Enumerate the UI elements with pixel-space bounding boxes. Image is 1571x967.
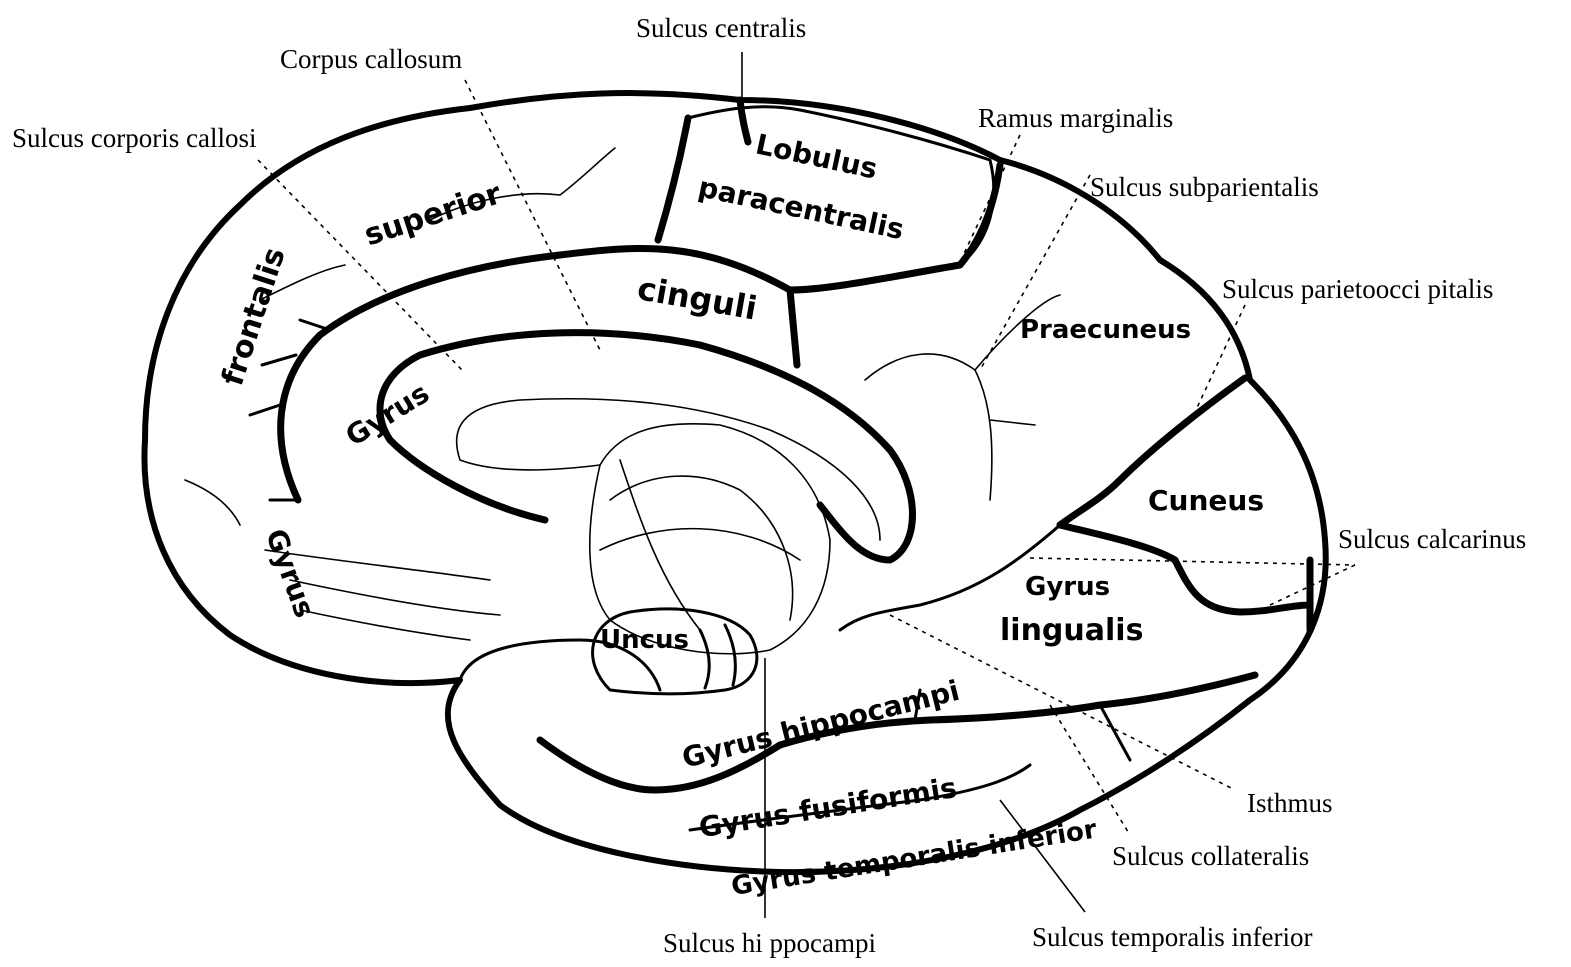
corpus-callosum-inner: [457, 399, 880, 540]
label-ramus-marginalis: Ramus marginalis: [978, 103, 1173, 133]
region-superior: superior: [360, 176, 506, 253]
leader-sulcus-calcarinus: [1030, 558, 1355, 565]
region-gyrus-hippocampi: Gyrus hippocampi: [679, 674, 963, 775]
sulcus-hippocampi-curl: [700, 625, 735, 688]
region-gyrus-lingual: Gyrus: [1025, 572, 1110, 602]
region-praecuneus: Praecuneus: [1020, 315, 1191, 345]
region-lingualis: lingualis: [1000, 613, 1143, 648]
label-sulcus-calcarinus: Sulcus calcarinus: [1338, 524, 1526, 554]
label-sulcus-collateralis: Sulcus collateralis: [1112, 841, 1309, 871]
region-lobulus: Lobulus: [753, 128, 880, 186]
thalamus-fine-1: [610, 476, 793, 620]
label-sulcus-temporalis-inferior: Sulcus temporalis inferior: [1032, 922, 1312, 952]
region-frontalis: frontalis: [215, 243, 292, 390]
label-sulcus-hippocampi: Sulcus hi ppocampi: [663, 928, 876, 958]
label-sulcus-subparientalis: Sulcus subparientalis: [1090, 172, 1319, 202]
thalamus-fine-2: [600, 529, 800, 560]
label-corpus-callosum: Corpus callosum: [280, 44, 462, 74]
sulcus-cinguli-branch-1: [658, 118, 688, 240]
sulcus-cinguli-branch-2: [790, 290, 797, 365]
region-paracentralis: paracentralis: [695, 170, 906, 246]
region-gyrus-fusiformis: Gyrus fusiformis: [697, 771, 959, 844]
label-sulcus-parietooccipitalis: Sulcus parietoocci pitalis: [1222, 274, 1493, 304]
region-uncus: Uncus: [600, 625, 689, 655]
region-cuneus: Cuneus: [1148, 484, 1264, 517]
thalamus-fine-3: [620, 460, 700, 630]
label-isthmus: Isthmus: [1247, 788, 1333, 818]
region-gyrus-frontal: Gyrus: [259, 525, 321, 622]
label-sulcus-corporis-callosi: Sulcus corporis callosi: [12, 123, 256, 153]
region-cinguli: cinguli: [635, 269, 760, 327]
label-sulcus-centralis: Sulcus centralis: [636, 13, 806, 43]
